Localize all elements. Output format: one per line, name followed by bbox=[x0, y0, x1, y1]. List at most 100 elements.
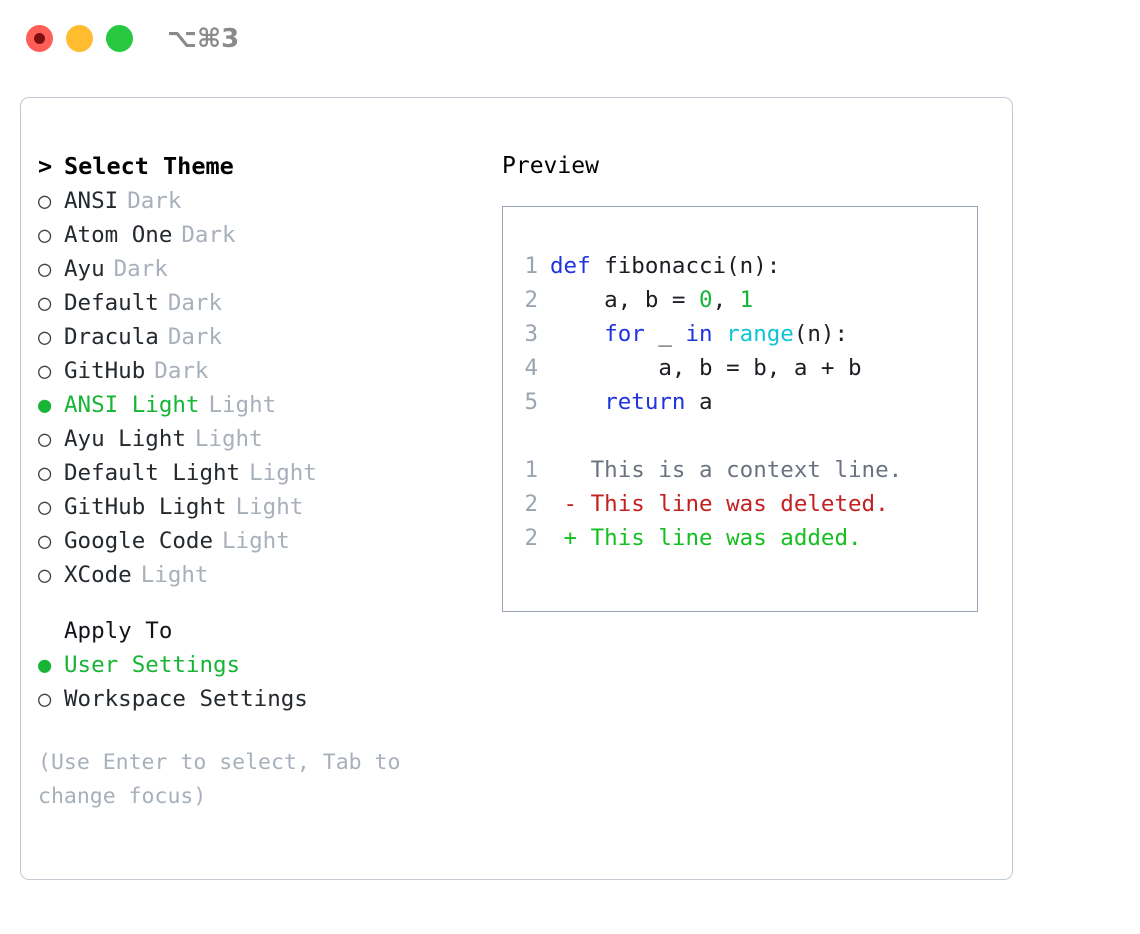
theme-list-item[interactable]: ○ Default Dark bbox=[38, 286, 478, 320]
radio-unselected-icon[interactable]: ○ bbox=[38, 223, 52, 248]
code-token: a, b = b, a + b bbox=[550, 355, 862, 381]
diff-text: This is a context line. bbox=[550, 457, 903, 483]
code-token: , bbox=[712, 287, 740, 313]
diff-text: + This line was added. bbox=[550, 525, 862, 551]
line-number: 2 bbox=[524, 491, 538, 517]
apply-to-section: Apply To ● User Settings ○ Workspace Settin… bbox=[38, 614, 478, 716]
diff-line: 2 - This line was deleted. bbox=[516, 487, 902, 521]
apply-to-list: ● User Settings ○ Workspace Settings bbox=[38, 648, 478, 716]
line-number: 4 bbox=[524, 355, 538, 381]
line-number: 1 bbox=[524, 457, 538, 483]
code-token: a bbox=[685, 389, 713, 415]
theme-kind-label: Light bbox=[222, 528, 290, 554]
radio-unselected-icon[interactable]: ○ bbox=[38, 563, 52, 588]
code-token bbox=[550, 321, 604, 347]
radio-unselected-icon[interactable]: ○ bbox=[38, 359, 52, 384]
theme-name-label: ANSI bbox=[64, 188, 119, 214]
code-token: a, b = bbox=[550, 287, 700, 313]
code-token: (n): bbox=[793, 321, 849, 347]
radio-unselected-icon[interactable]: ○ bbox=[38, 189, 52, 214]
code-token: fibonacci(n): bbox=[604, 253, 781, 279]
radio-selected-icon[interactable]: ● bbox=[38, 653, 52, 678]
line-number: 5 bbox=[524, 389, 538, 415]
code-line: 5 return a bbox=[516, 385, 862, 419]
pane-title-label: Select Theme bbox=[64, 152, 234, 180]
theme-name-label: XCode bbox=[64, 562, 132, 588]
diff-line: 1 This is a context line. bbox=[516, 453, 902, 487]
preview-title: Preview bbox=[502, 153, 599, 179]
radio-unselected-icon[interactable]: ○ bbox=[38, 257, 52, 282]
code-line: 4 a, b = b, a + b bbox=[516, 351, 862, 385]
theme-kind-label: Dark bbox=[113, 256, 168, 282]
code-token bbox=[713, 321, 727, 347]
diff-line: 2 + This line was added. bbox=[516, 521, 902, 555]
line-number: 2 bbox=[524, 525, 538, 551]
theme-list-item[interactable]: ○ ANSI Dark bbox=[38, 184, 478, 218]
line-number: 2 bbox=[524, 287, 538, 313]
code-token: for bbox=[604, 321, 645, 347]
apply-to-option[interactable]: ○ Workspace Settings bbox=[38, 682, 478, 716]
theme-list-item[interactable]: ○ XCode Light bbox=[38, 558, 478, 592]
theme-name-label: Default bbox=[64, 290, 159, 316]
apply-to-option-label: Workspace Settings bbox=[64, 686, 308, 712]
theme-list-item[interactable]: ○ GitHub Dark bbox=[38, 354, 478, 388]
radio-unselected-icon[interactable]: ○ bbox=[38, 325, 52, 350]
theme-list-item[interactable]: ○ Ayu Light Light bbox=[38, 422, 478, 456]
theme-kind-label: Dark bbox=[127, 188, 182, 214]
minimize-window-button[interactable] bbox=[66, 25, 93, 52]
apply-to-option[interactable]: ● User Settings bbox=[38, 648, 478, 682]
keyboard-shortcut-label: ⌥⌘3 bbox=[167, 24, 240, 54]
radio-unselected-icon[interactable]: ○ bbox=[38, 529, 52, 554]
theme-list-item[interactable]: ○ GitHub Light Light bbox=[38, 490, 478, 524]
theme-kind-label: Light bbox=[140, 562, 209, 588]
code-line: 1 def fibonacci(n): bbox=[516, 249, 862, 283]
theme-list-item[interactable]: ○ Atom One Dark bbox=[38, 218, 478, 252]
code-line: 3 for _ in range(n): bbox=[516, 317, 862, 351]
diff-sample: 1 This is a context line.2 - This line w… bbox=[516, 453, 902, 555]
radio-unselected-icon[interactable]: ○ bbox=[38, 495, 52, 520]
code-token: return bbox=[604, 389, 686, 415]
radio-unselected-icon[interactable]: ○ bbox=[38, 427, 52, 452]
radio-unselected-icon[interactable]: ○ bbox=[38, 291, 52, 316]
line-number: 3 bbox=[524, 321, 538, 347]
code-token: 1 bbox=[739, 287, 754, 313]
theme-kind-label: Light bbox=[235, 494, 304, 520]
code-token: 0 bbox=[699, 287, 713, 313]
theme-kind-label: Dark bbox=[154, 358, 209, 384]
apply-to-option-label: User Settings bbox=[64, 652, 241, 678]
code-token: def bbox=[550, 253, 605, 279]
code-token: in bbox=[685, 321, 713, 347]
line-number: 1 bbox=[524, 253, 538, 279]
theme-name-label: Ayu Light bbox=[64, 426, 186, 452]
diff-text: - This line was deleted. bbox=[550, 491, 889, 517]
theme-kind-label: Light bbox=[194, 426, 263, 452]
radio-unselected-icon[interactable]: ○ bbox=[38, 687, 52, 712]
maximize-window-button[interactable] bbox=[106, 25, 133, 52]
title-bar: ⌥⌘3 bbox=[0, 0, 1140, 78]
theme-kind-label: Light bbox=[249, 460, 317, 486]
theme-kind-label: Dark bbox=[181, 222, 236, 248]
theme-name-label: GitHub Light bbox=[64, 494, 227, 520]
theme-name-label: GitHub bbox=[64, 358, 146, 384]
code-token: range bbox=[726, 321, 794, 347]
theme-kind-label: Dark bbox=[167, 290, 223, 316]
apply-to-heading: Apply To bbox=[64, 618, 173, 644]
code-token: _ bbox=[644, 321, 686, 347]
code-line: 2 a, b = 0, 1 bbox=[516, 283, 862, 317]
theme-name-label: Atom One bbox=[64, 222, 173, 248]
radio-unselected-icon[interactable]: ○ bbox=[38, 461, 52, 486]
radio-selected-icon[interactable]: ● bbox=[38, 393, 52, 418]
keyboard-hint: (Use Enter to select, Tab to change focu… bbox=[38, 750, 401, 809]
